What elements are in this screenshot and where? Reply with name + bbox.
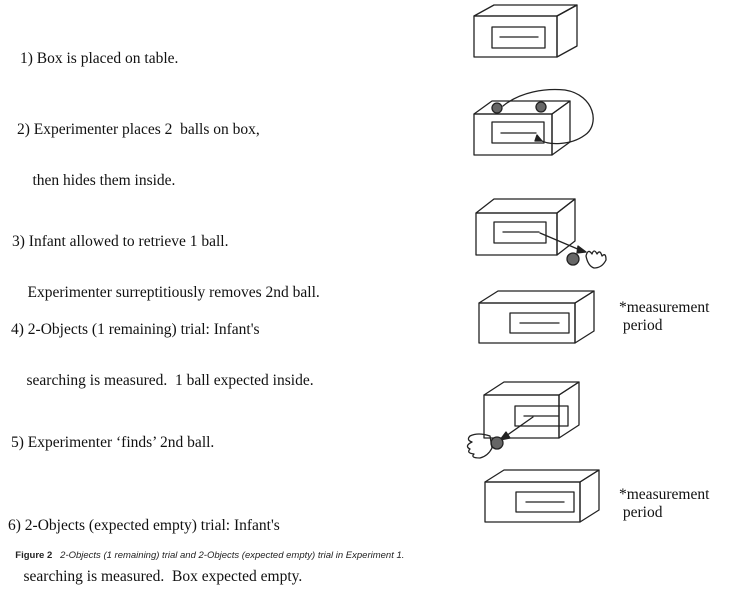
box-1-drawing [473,4,578,58]
step-1-line-1: 1) Box is placed on table. [20,50,179,67]
hide-arrow-icon [534,134,543,142]
box-3-drawing [475,198,607,269]
step-4-text: 4) 2-Objects (1 remaining) trial: Infant… [11,287,314,406]
measurement-period-note-1: *measurement period [619,299,710,334]
box-6-drawing [484,469,600,523]
experimenter-hand-icon [466,433,493,459]
step-5-line-1: 5) Experimenter ‘finds’ 2nd ball. [11,434,215,451]
ball-right [535,101,547,113]
figure-caption-text: 2-Objects (1 remaining) trial and 2-Obje… [60,550,405,561]
procedure-illustration [466,4,607,523]
step-3-text: 3) Infant allowed to retrieve 1 ball. Ex… [12,199,320,318]
step-3-line-2: Experimenter surreptitiously removes 2nd… [12,284,320,301]
figure-label: Figure 2 [15,550,53,561]
infant-hand-icon [585,250,607,269]
step-6-line-2: searching is measured. Box expected empt… [8,568,303,585]
box-2-drawing [473,88,594,156]
retrieve-arrow-icon [576,245,587,254]
step-4-line-2: searching is measured. 1 ball expected i… [11,372,314,389]
step-6-line-1: 6) 2-Objects (expected empty) trial: Inf… [8,517,280,534]
step-1-text: 1) Box is placed on table. [20,16,178,84]
step-2-text: 2) Experimenter places 2 balls on box, t… [17,87,260,206]
step-2-line-1: 2) Experimenter places 2 balls on box, [17,121,260,138]
step-4-line-1: 4) 2-Objects (1 remaining) trial: Infant… [11,321,260,338]
box-4-drawing [478,290,595,344]
ball-left [491,102,503,114]
step-2-line-2: then hides them inside. [17,172,176,189]
figure-caption: Figure 2 2-Objects (1 remaining) trial a… [10,539,404,561]
box-5-drawing [466,381,580,459]
found-ball [490,436,504,450]
measurement-period-note-2: *measurement period [619,486,710,521]
step-5-text: 5) Experimenter ‘finds’ 2nd ball. [11,400,214,468]
retrieved-ball [566,252,580,266]
find-arrow-icon [499,431,511,441]
step-3-line-1: 3) Infant allowed to retrieve 1 ball. [12,233,229,250]
